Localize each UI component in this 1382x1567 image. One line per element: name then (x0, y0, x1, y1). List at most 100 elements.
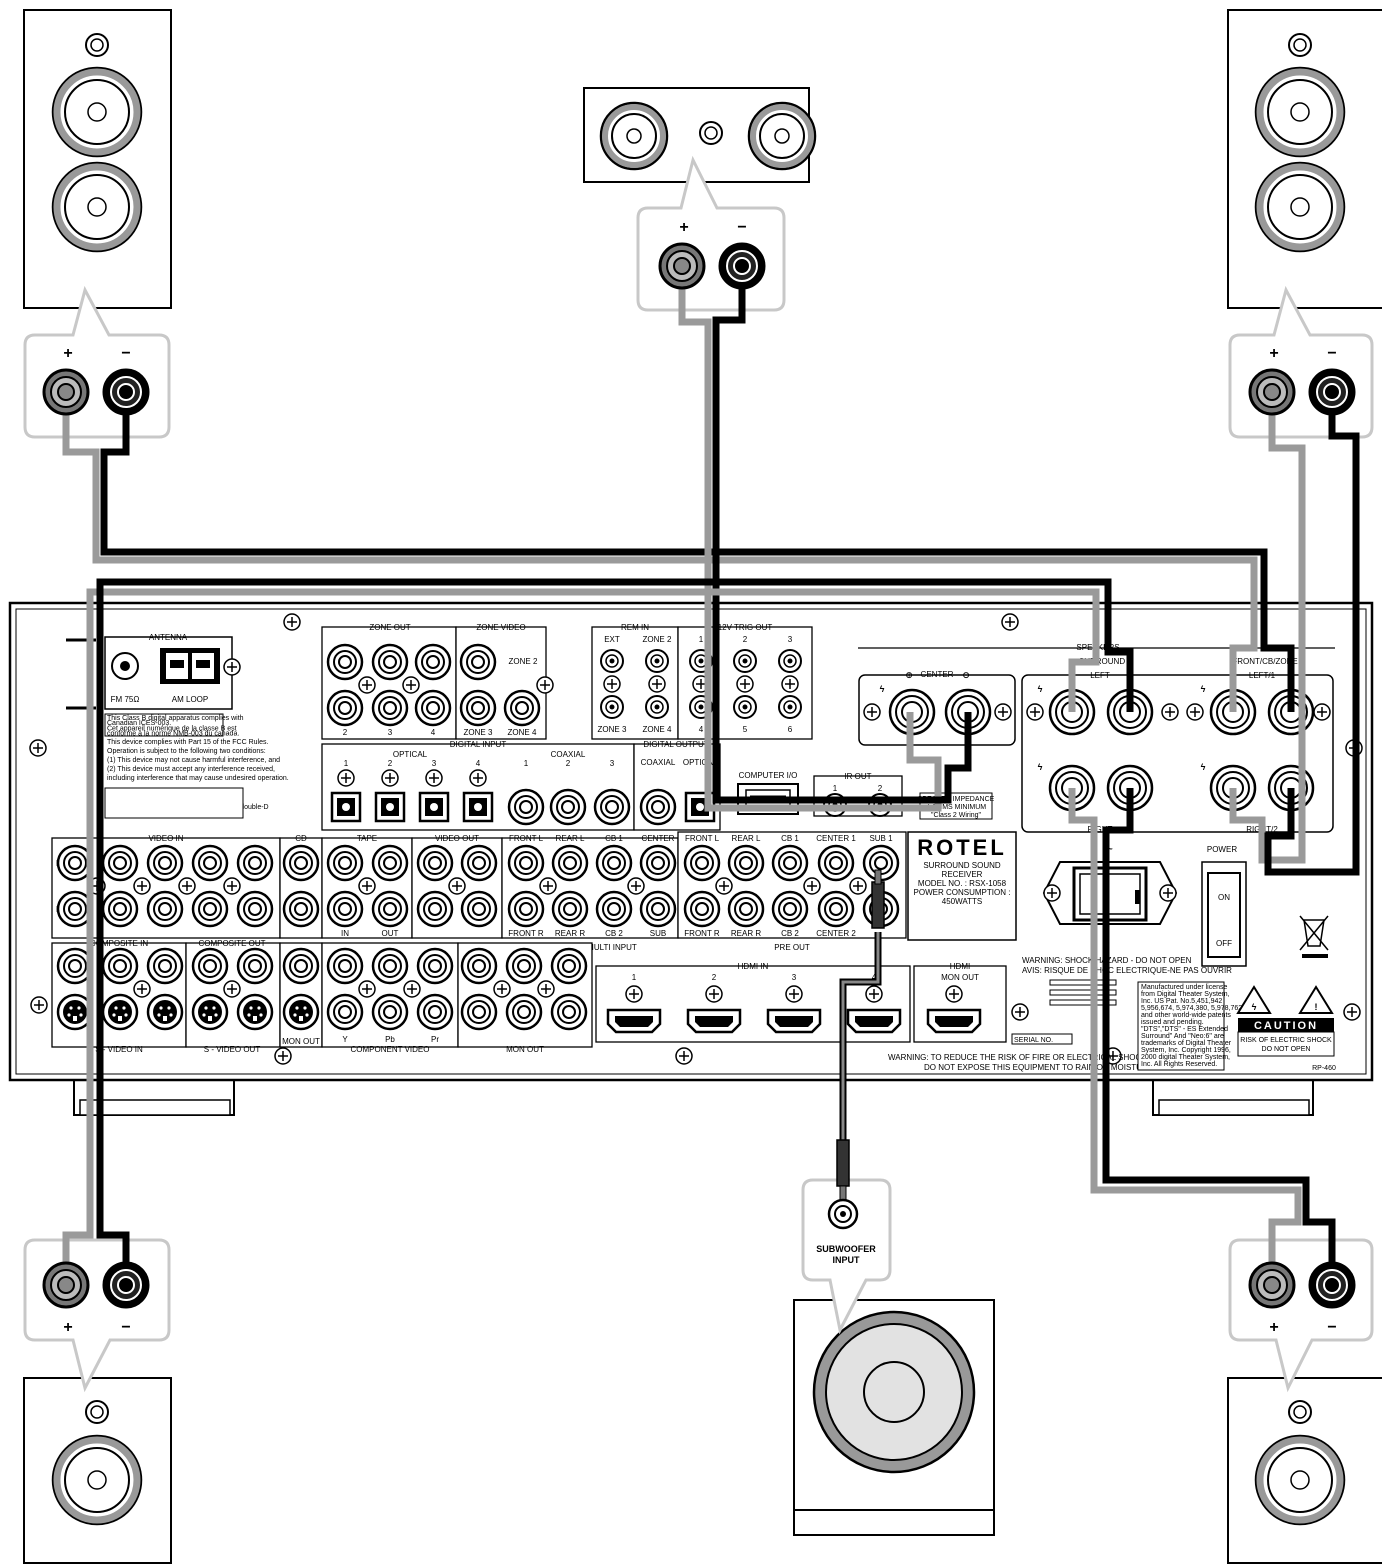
impedance-line1: SPEAKER IMPEDANCE (918, 796, 995, 803)
power-title: POWER (1207, 845, 1237, 854)
multi-input-title: MULTI INPUT (587, 943, 637, 952)
rear-right-speaker (1227, 1377, 1382, 1564)
pre-rear-l: REAR L (732, 834, 761, 843)
rem-zone3-label: ZONE 3 (598, 725, 627, 734)
hdmi-jack-3 (846, 1008, 902, 1034)
optical-title: OPTICAL (393, 750, 428, 759)
svg-text:ϟ: ϟ (1252, 1002, 1257, 1012)
svg-text:4: 4 (476, 759, 481, 768)
product-line-1: SURROUND SOUND (923, 861, 1001, 870)
rca-jack-top-16 (771, 844, 809, 882)
subwoofer (793, 1299, 995, 1536)
dout-optical-label: OPTICAL (683, 758, 718, 767)
fr-plus-label: + (1269, 345, 1278, 362)
dts-line-4: and other world-wide patents (1141, 1012, 1231, 1019)
warning-bottom-1: WARNING: TO REDUCE THE RISK OF FIRE OR E… (888, 1053, 1149, 1062)
component-jack-bottom-5 (550, 993, 588, 1031)
subwoofer-input-jack: SUBWOOFER INPUT (816, 1198, 876, 1265)
svg-text:ϟ: ϟ (1201, 762, 1206, 772)
warning-bottom-2: DO NOT EXPOSE THIS EQUIPMENT TO RAIN OR … (924, 1063, 1155, 1072)
av-screw-9 (803, 877, 821, 895)
svideo-mon-out-label: MON OUT (282, 1037, 320, 1046)
av-screw-5 (448, 877, 466, 895)
fcc2-line-0: This device complies with Part 15 of the… (107, 739, 269, 746)
component-jack-bottom-4 (505, 993, 543, 1031)
dts-line-0: Manufactured under license (1141, 984, 1227, 991)
rl-plus-label: + (63, 1319, 72, 1336)
rca-jack-top-1 (101, 844, 139, 882)
dts-line-2: Inc. US Pat. No.5,451,942 (1141, 998, 1222, 1005)
caution-label: ϟ ! CAUTION RISK OF ELECTRIC SHOCK DO NO… (1236, 985, 1336, 1072)
comp-pb: Pb (385, 1035, 395, 1044)
rear-left-terminals: + − (42, 1261, 150, 1336)
ac-inlet: ~ (1042, 844, 1178, 925)
surround-label: SURROUND (1079, 657, 1125, 666)
component-jack-top-1 (371, 947, 409, 985)
rca-jack-bottom-17 (817, 890, 855, 928)
pre-sub1: SUB 1 (869, 834, 893, 843)
dts-line-9: System, Inc. Copyright 1996, (1141, 1047, 1231, 1054)
trig6-label: 6 (788, 725, 793, 734)
zone-video-title: ZONE VIDEO (476, 623, 525, 632)
digital-input-title: DIGITAL INPUT (450, 740, 507, 749)
component-jack-top-2 (416, 947, 454, 985)
fcc-line-2: Cet appareil numérique de la classe B es… (107, 725, 237, 732)
dts-line-10: 2000 digital Theater System, (1141, 1054, 1230, 1061)
rr-minus-label: − (1327, 1319, 1336, 1336)
compliance-labels: This Class B digital apparatus complies … (104, 713, 289, 819)
component-jack-top-4 (505, 947, 543, 985)
multi-front-l: FRONT L (509, 834, 544, 843)
antenna-section: ANTENNA FM 75Ω AM LOOP (104, 633, 241, 710)
fcc-line-3: conforme à la norme NMB-003 du canada. (107, 731, 239, 738)
cd-title: CD (295, 834, 307, 843)
svg-text:2: 2 (566, 759, 571, 768)
hdmi-screw-2 (785, 985, 803, 1003)
fcc-line-1: Canadian ICES-003. (107, 720, 171, 727)
rca-jack-top-10 (507, 844, 545, 882)
subwoofer-callout (801, 1178, 892, 1335)
serial-label: SERIAL NO. (1014, 1037, 1053, 1044)
subwoofer-cable (836, 869, 885, 1201)
svg-text:4: 4 (431, 728, 436, 737)
svg-text:ϟ: ϟ (1201, 684, 1206, 694)
zone2-label: ZONE 2 (509, 657, 538, 666)
tape-in-label: IN (341, 929, 349, 938)
power-switch[interactable]: POWER ON OFF (1201, 845, 1247, 967)
fm-label: FM 75Ω (111, 695, 140, 704)
svideo-out-title: S - VIDEO OUT (204, 1045, 261, 1054)
rca-jack-bottom-15 (727, 890, 765, 928)
surround-right-label: RIGHT (1088, 825, 1113, 834)
svg-text:2: 2 (878, 784, 883, 793)
surround-left-label: LEFT (1090, 671, 1110, 680)
composite-out-title: COMPOSITE OUT (198, 939, 265, 948)
svg-text:1: 1 (344, 759, 349, 768)
multi-front-r: FRONT R (508, 929, 544, 938)
rca-jack-top-13 (639, 844, 677, 882)
caution-title: CAUTION (1254, 1020, 1318, 1032)
dts-line-3: 5,956,674, 5,974,380, 5,978,762 (1141, 1005, 1242, 1012)
brand-plate: ROTEL SURROUND SOUND RECEIVER MODEL NO. … (907, 831, 1017, 941)
rca-jack-top-11 (551, 844, 589, 882)
trig2-label: 2 (743, 635, 748, 644)
rca-jack-top-6 (326, 844, 364, 882)
fcc2-line-3: (2) This device must accept any interfer… (107, 766, 275, 773)
component-jack-bottom-0 (326, 993, 364, 1031)
multi-center: CENTER (642, 834, 675, 843)
hdmi-jack-1 (686, 1008, 742, 1034)
multi-rear-l: REAR L (556, 834, 585, 843)
composite-jack-4 (236, 947, 274, 985)
fl-plus-label: + (63, 345, 72, 362)
hdmi-in-title: HDMI IN (738, 962, 769, 971)
component-jack-bottom-2 (416, 993, 454, 1031)
subwoofer-input-label-1: SUBWOOFER (816, 1244, 876, 1254)
front-right-speaker (1227, 9, 1382, 309)
rl-minus-label: − (121, 1319, 130, 1336)
digital-output-title: DIGITAL OUTPUT (643, 740, 708, 749)
multi-rear-r: REAR R (555, 929, 585, 938)
svg-text:⊕: ⊕ (905, 670, 913, 680)
tape-title: TAPE (357, 834, 377, 843)
svg-text:3: 3 (388, 728, 393, 737)
pre-out-title: PRE OUT (774, 943, 810, 952)
pre-cb1: CB 1 (781, 834, 799, 843)
